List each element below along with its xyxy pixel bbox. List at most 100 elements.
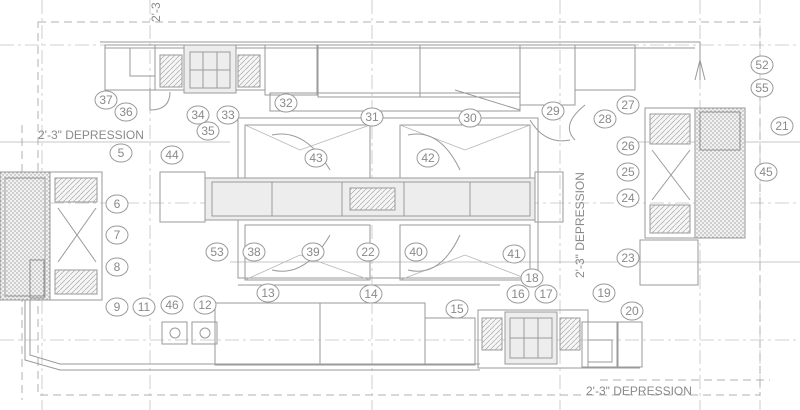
equipment-tag-oval [520, 268, 544, 288]
equipment-tag-oval [301, 242, 325, 262]
equipment-tag-28: 28 [593, 109, 617, 129]
equipment-tag-oval [502, 244, 526, 264]
equipment-tag-oval [534, 284, 558, 304]
equipment-tag-oval [193, 295, 217, 315]
equipment-tag-17: 17 [534, 284, 558, 304]
equipment-tag-label: 32 [279, 96, 293, 110]
equipment-tag-oval [404, 242, 428, 262]
equipment-tag-oval [506, 284, 530, 304]
equipment-tag-label: 19 [597, 286, 611, 300]
equipment-tag-label: 40 [409, 245, 423, 259]
equipment-tag-label: 55 [755, 81, 769, 95]
equipment-tag-label: 26 [621, 139, 635, 153]
equipment-tag-oval [160, 295, 184, 315]
equipment-tag-13: 13 [256, 283, 280, 303]
equipment-tag-25: 25 [616, 162, 640, 182]
equipment-tag-oval [132, 297, 156, 317]
equipment-tag-label: 38 [247, 245, 261, 259]
equipment-tag-27: 27 [616, 95, 640, 115]
equipment-tag-24: 24 [616, 188, 640, 208]
equipment-tag-45: 45 [754, 162, 778, 182]
equipment-tag-38: 38 [242, 242, 266, 262]
equipment-tag-label: 46 [165, 298, 179, 312]
equipment-tag-31: 31 [360, 107, 384, 127]
equipment-tag-label: 22 [361, 245, 375, 259]
equipment-tag-41: 41 [502, 244, 526, 264]
equipment-tag-36: 36 [114, 102, 138, 122]
equipment-tag-label: 30 [463, 111, 477, 125]
equipment-tag-label: 43 [309, 151, 323, 165]
equipment-tag-label: 20 [625, 304, 639, 318]
equipment-tag-21: 21 [770, 116, 794, 136]
equipment-tag-label: 44 [165, 148, 179, 162]
equipment-tag-label: 45 [759, 165, 773, 179]
equipment-tag-oval [616, 188, 640, 208]
equipment-tag-oval [196, 121, 220, 141]
bottom-equipment-line [161, 302, 643, 369]
equipment-tag-oval [160, 145, 184, 165]
depression-label-top: 2'-3 [149, 2, 163, 22]
equipment-tag-oval [304, 148, 328, 168]
equipment-tag-label: 36 [119, 105, 133, 119]
equipment-tag-37: 37 [94, 90, 118, 110]
depression-label-left: 2'-3" DEPRESSION [38, 128, 144, 142]
depression-label-right: 2'-3" DEPRESSION [573, 172, 587, 278]
equipment-tag-label: 8 [114, 260, 121, 274]
equipment-tag-20: 20 [620, 301, 644, 321]
equipment-tag-label: 21 [775, 119, 789, 133]
equipment-tag-oval [109, 143, 133, 163]
equipment-tag-label: 28 [598, 112, 612, 126]
equipment-tag-label: 27 [621, 98, 635, 112]
equipment-tag-label: 15 [450, 302, 464, 316]
equipment-tag-29: 29 [541, 101, 565, 121]
equipment-tag-8: 8 [105, 257, 129, 277]
equipment-tag-label: 29 [546, 104, 560, 118]
equipment-tag-label: 6 [114, 197, 121, 211]
center-island [159, 117, 564, 286]
equipment-tag-label: 13 [261, 286, 275, 300]
equipment-tag-oval [620, 301, 644, 321]
equipment-tag-label: 23 [621, 251, 635, 265]
equipment-tag-label: 11 [138, 300, 151, 314]
equipment-tag-label: 53 [210, 245, 224, 259]
equipment-tag-oval [94, 90, 118, 110]
equipment-tag-26: 26 [616, 136, 640, 156]
equipment-tag-oval [205, 242, 229, 262]
equipment-tag-oval [754, 162, 778, 182]
equipment-tag-label: 12 [198, 298, 212, 312]
equipment-tag-label: 52 [755, 58, 769, 72]
equipment-tag-39: 39 [301, 242, 325, 262]
equipment-tag-label: 24 [621, 191, 635, 205]
equipment-tag-label: 16 [511, 287, 525, 301]
equipment-tag-label: 7 [114, 228, 121, 242]
equipment-tag-oval [458, 108, 482, 128]
equipment-tag-oval [416, 148, 440, 168]
equipment-tag-34: 34 [186, 105, 210, 125]
equipment-tag-oval [616, 248, 640, 268]
equipment-tag-oval [445, 299, 469, 319]
equipment-tag-oval [541, 101, 565, 121]
equipment-tag-oval [770, 116, 794, 136]
equipment-tag-7: 7 [105, 225, 129, 245]
equipment-tag-oval [616, 162, 640, 182]
equipment-tag-oval [105, 225, 129, 245]
equipment-tag-15: 15 [445, 299, 469, 319]
equipment-tag-oval [616, 136, 640, 156]
equipment-tag-18: 18 [520, 268, 544, 288]
equipment-tag-label: 5 [118, 146, 125, 160]
equipment-tag-16: 16 [506, 284, 530, 304]
equipment-tag-label: 39 [306, 245, 320, 259]
equipment-tag-label: 9 [114, 300, 121, 314]
equipment-tag-11: 11 [132, 297, 156, 317]
equipment-tag-33: 33 [216, 105, 240, 125]
equipment-tag-label: 37 [99, 93, 113, 107]
equipment-tag-label: 35 [201, 124, 215, 138]
equipment-tag-label: 34 [191, 108, 205, 122]
equipment-tag-42: 42 [416, 148, 440, 168]
left-cooler [0, 171, 103, 301]
equipment-tag-14: 14 [359, 284, 383, 304]
equipment-tag-oval [274, 93, 298, 113]
equipment-tag-23: 23 [616, 248, 640, 268]
equipment-tag-oval [105, 257, 129, 277]
